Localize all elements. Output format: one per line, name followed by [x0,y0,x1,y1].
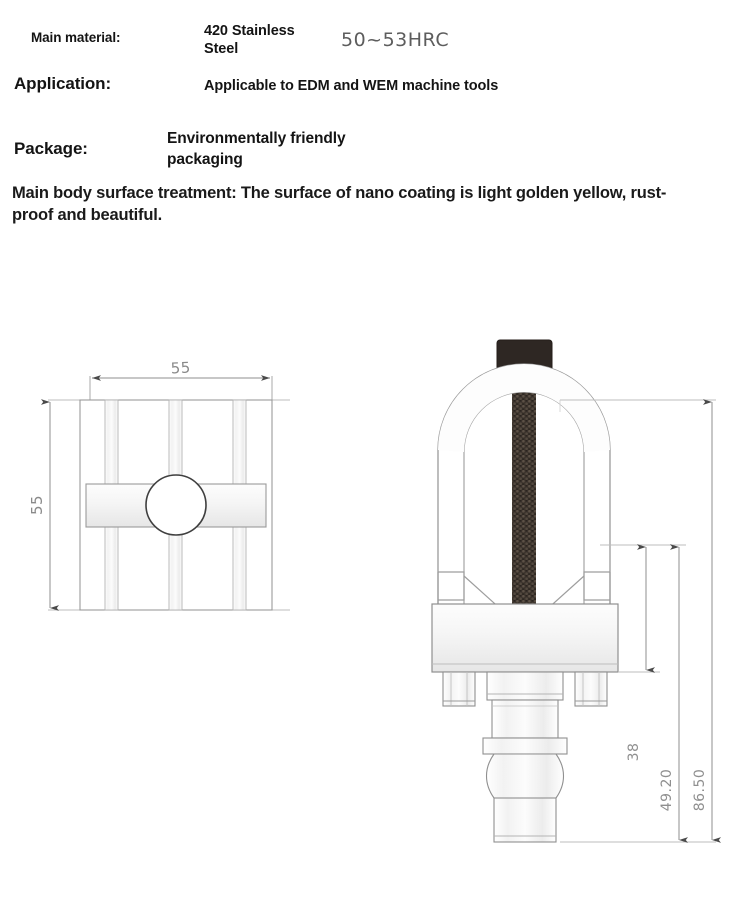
application-value: Applicable to EDM and WEM machine tools [204,78,499,94]
dimension-86-50: 86.50 [560,399,721,843]
dimension-86-50-label: 86.50 [692,769,708,812]
screw-threaded-shaft [512,401,536,608]
yoke-right-step [583,571,610,601]
spec-row-surface-treatment: Main body surface treatment: The surface… [0,182,750,230]
package-label: Package: [14,139,88,158]
shank-assembly [482,671,568,843]
package-value: Environmentally friendly packaging [167,130,346,168]
shank-lower-cylinder [493,797,557,843]
technical-drawing-area: 55 55 [0,300,750,902]
top-view-drawing: 55 55 [28,358,290,611]
application-label: Application: [14,74,112,93]
dimension-38-label: 38 [626,743,642,762]
spec-row-material: Main material: 420 Stainless Steel 50~53… [0,14,750,62]
top-view-width-label: 55 [170,358,191,377]
top-view-height-label: 55 [28,495,46,515]
spec-row-application: Application: Applicable to EDM and WEM m… [0,74,750,104]
dimension-38: 38 [618,544,660,762]
side-view-drawing: 86.50 49.20 38 [431,339,721,843]
top-view-center-bore [145,474,207,536]
shank-flange-ring [482,737,568,755]
shank-upper-collar [486,671,564,701]
yoke-band-fill [438,364,610,452]
dimension-49-20-label: 49.20 [659,769,675,812]
shank-barrel [485,753,565,799]
yoke-left-step [438,571,465,601]
dimension-49-20: 49.20 [600,544,688,843]
material-label: Main material: [31,30,121,45]
technical-drawing-svg: 55 55 [28,339,721,843]
right-hex-bolt [574,671,608,707]
material-hardness-value: 50~53HRC [341,29,450,51]
surface-treatment-text: Main body surface treatment: The surface… [12,184,667,224]
spec-row-package: Package: Environmentally friendly packag… [0,128,750,174]
body-block [431,603,619,673]
material-value: 420 Stainless Steel [204,23,295,57]
left-hex-bolt [442,671,476,707]
